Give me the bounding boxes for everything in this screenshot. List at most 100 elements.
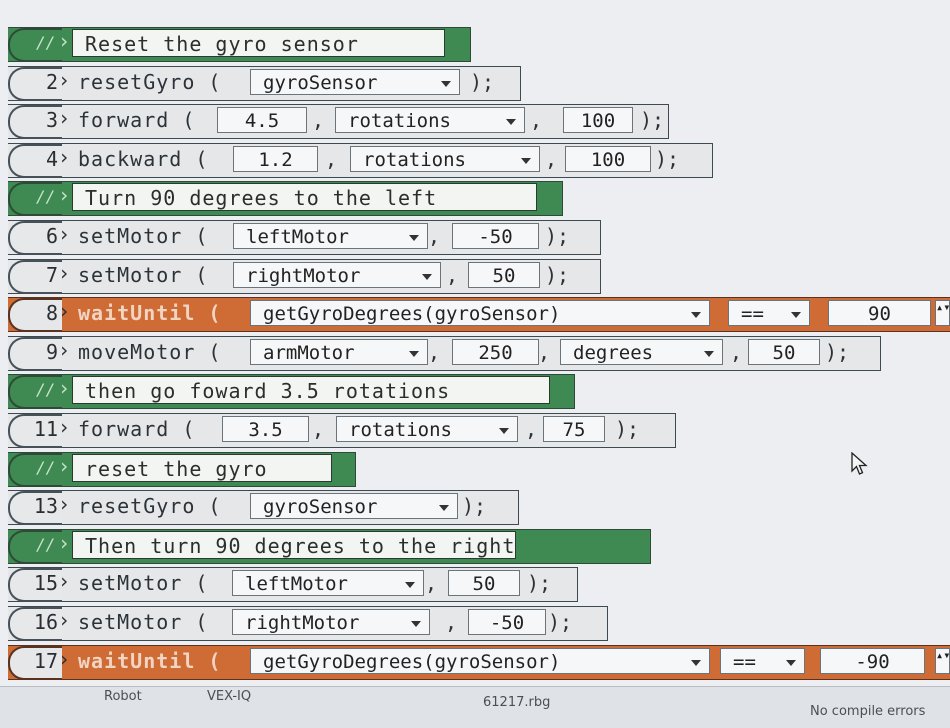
- comment-text[interactable]: Reset the gyro sensor: [72, 29, 445, 57]
- parameter-dropdown[interactable]: getGyroDegrees(gyroSensor): [250, 647, 710, 674]
- number-field[interactable]: 250: [452, 338, 539, 365]
- field-value: 90: [868, 303, 891, 326]
- chevron-down-icon[interactable]: [786, 659, 796, 666]
- comment-text[interactable]: Turn 90 degrees to the left: [72, 183, 537, 212]
- parameter-dropdown[interactable]: rightMotor: [233, 261, 441, 288]
- line-number: 8: [45, 301, 58, 326]
- comment-line[interactable]: //›Turn 90 degrees to the left: [0, 179, 563, 217]
- statement-band: [8, 335, 881, 371]
- comment-marker: //: [36, 534, 56, 554]
- number-field[interactable]: 50: [448, 570, 520, 597]
- dropdown-value: getGyroDegrees(gyroSensor): [263, 303, 561, 326]
- parameter-dropdown[interactable]: rotations: [335, 107, 525, 134]
- chevron-down-icon[interactable]: [411, 621, 421, 627]
- parameter-dropdown[interactable]: leftMotor: [232, 570, 424, 597]
- chevron-right-icon: ›: [58, 337, 71, 362]
- chevron-right-icon: ›: [58, 569, 71, 594]
- comment-line[interactable]: //›Reset the gyro sensor: [0, 25, 471, 62]
- number-field[interactable]: 75: [543, 416, 605, 442]
- comment-line[interactable]: //›Then turn 90 degrees to the right: [0, 527, 651, 564]
- chevron-down-icon[interactable]: [521, 157, 531, 164]
- line-gutter: [8, 182, 62, 217]
- number-field[interactable]: 100: [563, 107, 633, 134]
- comment-text[interactable]: then go foward 3.5 rotations: [72, 376, 550, 405]
- number-field[interactable]: 50: [748, 338, 820, 365]
- parameter-dropdown[interactable]: leftMotor: [233, 223, 428, 249]
- chevron-right-icon: ›: [58, 376, 71, 401]
- dropdown-value: rightMotor: [246, 264, 361, 287]
- comma-separator: ,: [538, 339, 551, 364]
- chevron-down-icon[interactable]: [441, 80, 451, 87]
- parameter-dropdown[interactable]: rotations: [350, 145, 540, 172]
- number-field[interactable]: -50: [468, 609, 546, 635]
- comma-separator: ,: [446, 262, 459, 287]
- chevron-down-icon[interactable]: [791, 312, 801, 319]
- number-field[interactable]: 3.5: [222, 416, 309, 442]
- number-field[interactable]: 90: [828, 300, 931, 327]
- function-name: waitUntil (: [78, 648, 222, 673]
- statement-terminator: );: [655, 146, 680, 171]
- statement-terminator: );: [470, 69, 495, 94]
- number-field[interactable]: -90: [820, 647, 925, 674]
- line-number: 2: [45, 69, 58, 94]
- comment-line[interactable]: //›then go foward 3.5 rotations: [0, 372, 575, 410]
- chevron-down-icon[interactable]: [499, 428, 509, 434]
- comment-text[interactable]: Then turn 90 degrees to the right: [72, 530, 517, 559]
- parameter-dropdown[interactable]: ==: [728, 300, 810, 327]
- dropdown-value: ==: [733, 650, 756, 673]
- field-value: 1.2: [258, 148, 293, 171]
- parameter-dropdown[interactable]: ==: [720, 647, 805, 674]
- dropdown-value: getGyroDegrees(gyroSensor): [263, 650, 561, 673]
- chevron-down-icon[interactable]: [691, 659, 701, 666]
- statement-terminator: );: [462, 494, 487, 519]
- dropdown-value: rotations: [363, 148, 466, 171]
- comma-separator: ,: [545, 146, 558, 171]
- number-field[interactable]: -50: [452, 223, 539, 249]
- line-gutter: [8, 375, 62, 410]
- code-line[interactable]: 13›resetGyro (gyroSensor);: [0, 488, 519, 526]
- spinner-control[interactable]: ▴▾: [935, 647, 950, 674]
- field-value: 100: [590, 148, 626, 171]
- number-field[interactable]: 1.2: [233, 145, 318, 172]
- comma-separator: ,: [525, 417, 538, 441]
- code-line[interactable]: 16›setMotor (rightMotor-50,);: [0, 604, 608, 641]
- chevron-down-icon[interactable]: [409, 235, 419, 241]
- number-field[interactable]: 100: [565, 145, 651, 172]
- code-line[interactable]: 8›waitUntil (getGyroDegrees(gyroSensor)=…: [0, 295, 950, 333]
- chevron-right-icon: ›: [58, 530, 71, 555]
- spinner-control[interactable]: ▴▾: [935, 300, 950, 327]
- chevron-right-icon: ›: [58, 67, 71, 92]
- parameter-dropdown[interactable]: gyroSensor: [250, 68, 460, 95]
- number-field[interactable]: 4.5: [217, 107, 307, 134]
- parameter-dropdown[interactable]: armMotor: [250, 338, 428, 365]
- chevron-down-icon[interactable]: [704, 350, 714, 357]
- chevron-down-icon[interactable]: [691, 312, 701, 319]
- chevron-down-icon[interactable]: [506, 119, 516, 126]
- parameter-dropdown[interactable]: getGyroDegrees(gyroSensor): [250, 300, 710, 327]
- chevron-down-icon[interactable]: [405, 582, 415, 589]
- code-line[interactable]: 6›setMotor (leftMotor-50,);: [0, 218, 601, 255]
- comment-text[interactable]: reset the gyro: [72, 453, 332, 482]
- parameter-dropdown[interactable]: gyroSensor: [250, 493, 458, 520]
- statement-terminator: );: [545, 262, 570, 287]
- comment-line[interactable]: //›reset the gyro: [0, 450, 356, 487]
- chevron-down-icon[interactable]: [422, 273, 432, 280]
- code-line[interactable]: 17›waitUntil (getGyroDegrees(gyroSensor)…: [0, 643, 950, 680]
- parameter-dropdown[interactable]: degrees: [560, 338, 723, 365]
- field-value: 50: [772, 341, 796, 364]
- number-field[interactable]: 50: [468, 261, 540, 288]
- code-line[interactable]: 2›resetGyro (gyroSensor);: [0, 64, 521, 101]
- chevron-down-icon[interactable]: [439, 505, 449, 512]
- parameter-dropdown[interactable]: rotations: [336, 416, 518, 442]
- field-value: 4.5: [244, 110, 280, 133]
- function-name: resetGyro (: [78, 494, 222, 519]
- chevron-down-icon[interactable]: [409, 350, 419, 357]
- parameter-dropdown[interactable]: rightMotor: [232, 609, 430, 635]
